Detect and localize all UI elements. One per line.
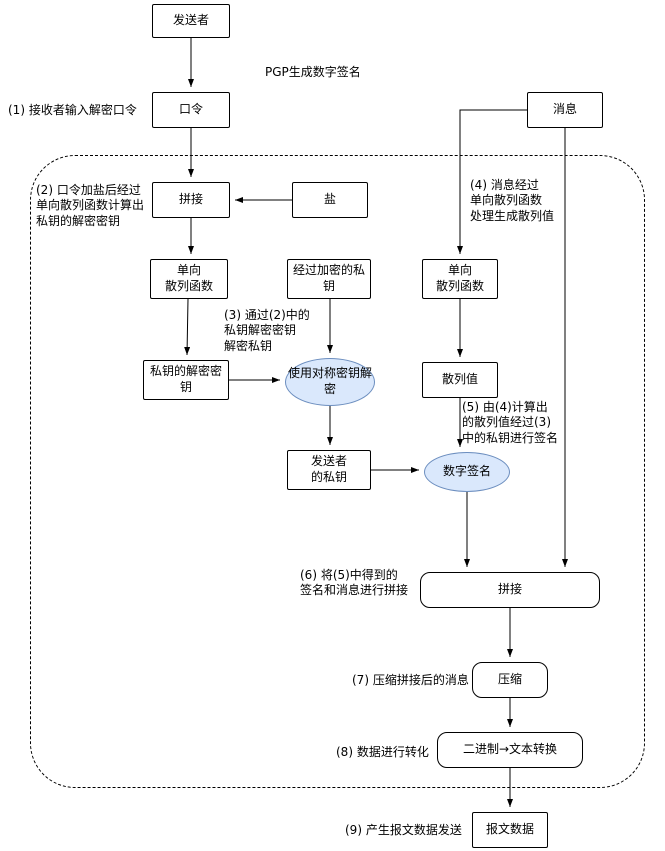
annotation-step6: (6) 将(5)中得到的 签名和消息进行拼接 [300,568,409,598]
node-compress: 压缩 [472,662,548,698]
annotation-step5: (5) 由(4)计算出 的散列值经过(3) 中的私钥进行签名 [462,400,559,445]
node-packet-data: 报文数据 [472,812,548,848]
node-hash2: 单向 散列函数 [422,259,498,299]
node-binary-to-text: 二进制→文本转换 [437,732,583,768]
annotation-step1: (1) 接收者输入解密口令 [8,103,137,117]
dashed-boundary [30,155,645,788]
node-hash1: 单向 散列函数 [150,259,228,299]
node-salt: 盐 [292,182,368,218]
node-hash-value: 散列值 [422,362,498,398]
annotation-step9: (9) 产生报文数据发送 [345,823,462,837]
annotation-step8: (8) 数据进行转化 [336,745,429,759]
annotation-step2: (2) 口令加盐后经过 单向散列函数计算出 私钥的解密密钥 [36,183,145,228]
node-decrypt-operation: 使用对称密钥解密 [285,358,375,406]
node-decrypt-key: 私钥的解密密钥 [143,360,229,400]
annotation-step3: (3) 通过(2)中的 私钥解密密钥 解密私钥 [224,308,310,353]
node-message: 消息 [527,92,603,128]
node-concat2: 拼接 [420,572,600,608]
node-sender: 发送者 [152,4,230,38]
annotation-step7: (7) 压缩拼接后的消息 [352,673,469,687]
node-digital-signature: 数字签名 [424,452,510,492]
node-encrypted-key: 经过加密的私钥 [287,259,371,299]
node-concat1: 拼接 [152,182,230,218]
annotation-step4: (4) 消息经过 单向散列函数 处理生成散列值 [470,178,555,223]
diagram-title: PGP生成数字签名 [265,65,361,79]
node-sender-private-key: 发送者 的私钥 [287,450,371,490]
node-password: 口令 [152,92,230,128]
